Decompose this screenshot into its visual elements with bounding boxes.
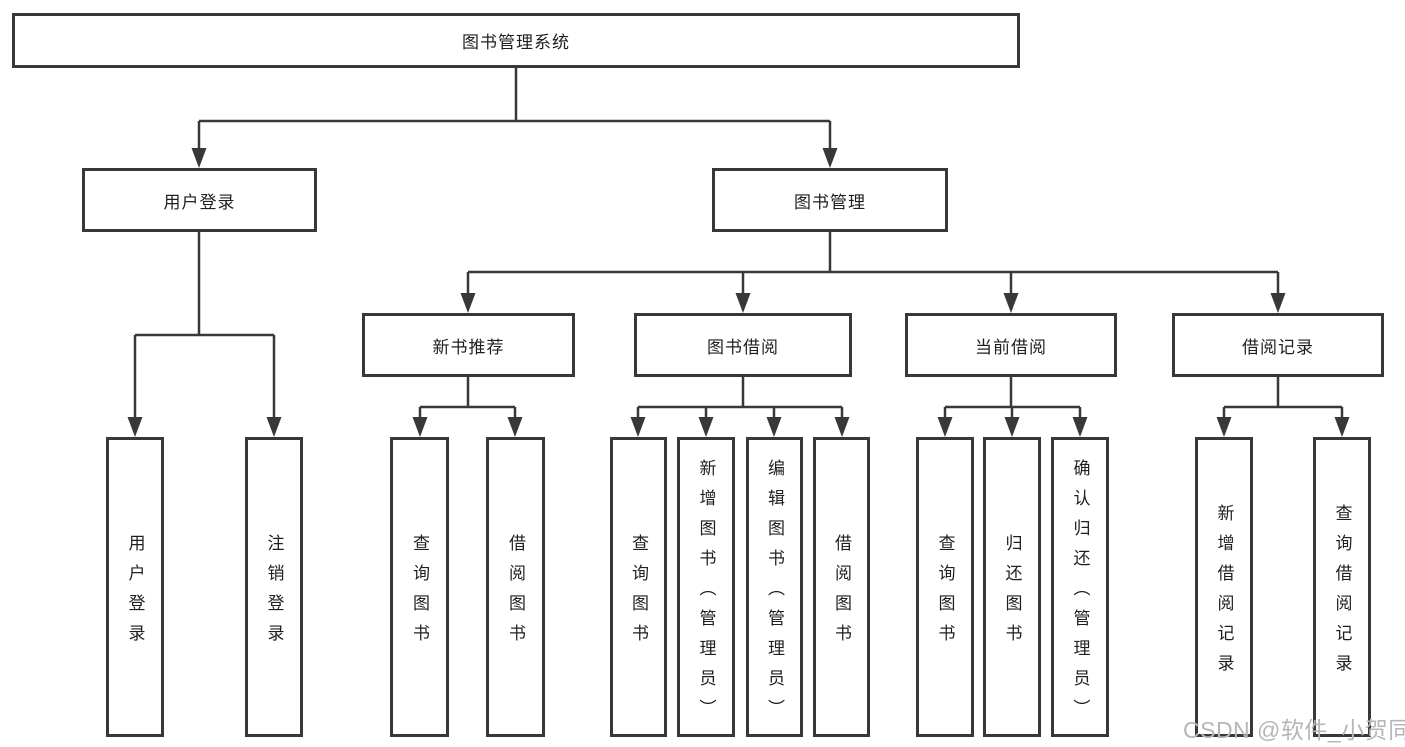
node-root-label: 图书管理系统 bbox=[462, 33, 570, 52]
leaf-query-books-1: 查询图书 bbox=[390, 437, 449, 737]
connector-root bbox=[197, 68, 832, 150]
leaf-query-borrow-record-label: 查询借阅记录 bbox=[1332, 503, 1352, 684]
leaf-query-books-3: 查询图书 bbox=[916, 437, 974, 737]
leaf-borrow-books-1: 借阅图书 bbox=[486, 437, 545, 737]
leaf-query-books-1-label: 查询图书 bbox=[410, 533, 429, 654]
leaf-return-books: 归还图书 bbox=[983, 437, 1041, 737]
node-current-borrow: 当前借阅 bbox=[905, 313, 1117, 377]
leaf-borrow-books-2: 借阅图书 bbox=[813, 437, 870, 737]
leaf-query-books-2-label: 查询图书 bbox=[629, 533, 648, 654]
leaf-borrow-books-1-label: 借阅图书 bbox=[506, 533, 525, 654]
leaf-confirm-return-admin-label: 确认归还（管理员） bbox=[1070, 458, 1090, 729]
leaf-query-books-3-label: 查询图书 bbox=[935, 533, 955, 654]
leaf-add-books-admin: 新增图书（管理员） bbox=[677, 437, 735, 737]
leaf-edit-books-admin-label: 编辑图书（管理员） bbox=[765, 458, 784, 729]
leaf-confirm-return-admin: 确认归还（管理员） bbox=[1051, 437, 1109, 737]
leaf-edit-books-admin: 编辑图书（管理员） bbox=[746, 437, 803, 737]
node-root: 图书管理系统 bbox=[12, 13, 1020, 68]
leaf-logout-label: 注销登录 bbox=[264, 533, 284, 654]
node-new-book-recommend-label: 新书推荐 bbox=[432, 337, 505, 357]
connector-current-borrow bbox=[943, 377, 1082, 419]
node-book-borrow: 图书借阅 bbox=[634, 313, 852, 377]
leaf-user-login: 用户登录 bbox=[106, 437, 164, 737]
arrowheads bbox=[127, 148, 1350, 437]
node-new-book-recommend: 新书推荐 bbox=[362, 313, 575, 377]
leaf-query-books-2: 查询图书 bbox=[610, 437, 667, 737]
leaf-return-books-label: 归还图书 bbox=[1002, 533, 1022, 654]
node-current-borrow-label: 当前借阅 bbox=[975, 337, 1047, 357]
leaf-add-books-admin-label: 新增图书（管理员） bbox=[696, 458, 716, 729]
node-book-borrow-label: 图书借阅 bbox=[707, 337, 779, 357]
connector-borrow-records bbox=[1222, 377, 1344, 419]
node-user-login: 用户登录 bbox=[82, 168, 317, 232]
node-borrow-records-label: 借阅记录 bbox=[1242, 337, 1314, 357]
node-borrow-records: 借阅记录 bbox=[1172, 313, 1384, 377]
leaf-add-borrow-record: 新增借阅记录 bbox=[1195, 437, 1253, 737]
leaf-query-borrow-record: 查询借阅记录 bbox=[1313, 437, 1371, 737]
connector-new-book-recommend bbox=[418, 377, 517, 419]
watermark: CSDN @软件_小贺同学 bbox=[1183, 717, 1405, 743]
leaf-user-login-label: 用户登录 bbox=[125, 533, 145, 654]
leaf-logout: 注销登录 bbox=[245, 437, 303, 737]
connector-book-borrow bbox=[636, 377, 844, 419]
leaf-borrow-books-2-label: 借阅图书 bbox=[832, 533, 851, 654]
node-book-management-label: 图书管理 bbox=[794, 192, 866, 212]
node-book-management: 图书管理 bbox=[712, 168, 948, 232]
leaf-add-borrow-record-label: 新增借阅记录 bbox=[1214, 503, 1234, 684]
connector-user-login bbox=[133, 232, 276, 419]
node-user-login-label: 用户登录 bbox=[163, 192, 236, 212]
connector-book-management bbox=[466, 232, 1280, 295]
